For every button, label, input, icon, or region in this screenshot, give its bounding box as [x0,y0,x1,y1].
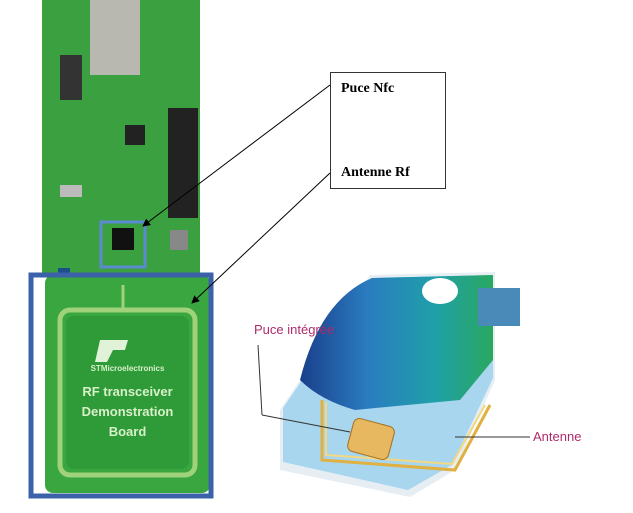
antenna-arrow [191,172,331,304]
nfc-chip [112,228,134,250]
chip-arrow [142,84,331,227]
callout-antenna-label: Antenne Rf [341,165,410,180]
board-title-line1: RF transceiver [82,384,173,399]
board-brand: STMicroelectronics [90,364,165,373]
card-chip-label: Puce intégrée [254,322,335,337]
board-title-line3: Board [108,424,147,439]
st-logo [95,340,128,362]
callout-box: Puce Nfc Antenne Rf [330,72,446,189]
regulator [60,55,82,100]
card-antenna-label: Antenne [533,429,582,444]
antenna-highlight-box [28,272,214,499]
hologram [478,288,520,326]
board-title: RF transceiver Demonstration Board [66,382,189,442]
usb-connector [90,0,140,75]
callout-chip-label: Puce Nfc [341,81,395,96]
rf-demo-board [42,0,210,493]
smart-card [257,272,530,497]
board-title-line2: Demonstration [81,404,174,419]
card-chip [347,417,395,461]
chip-highlight-box [99,220,147,269]
header-connector [168,108,198,218]
